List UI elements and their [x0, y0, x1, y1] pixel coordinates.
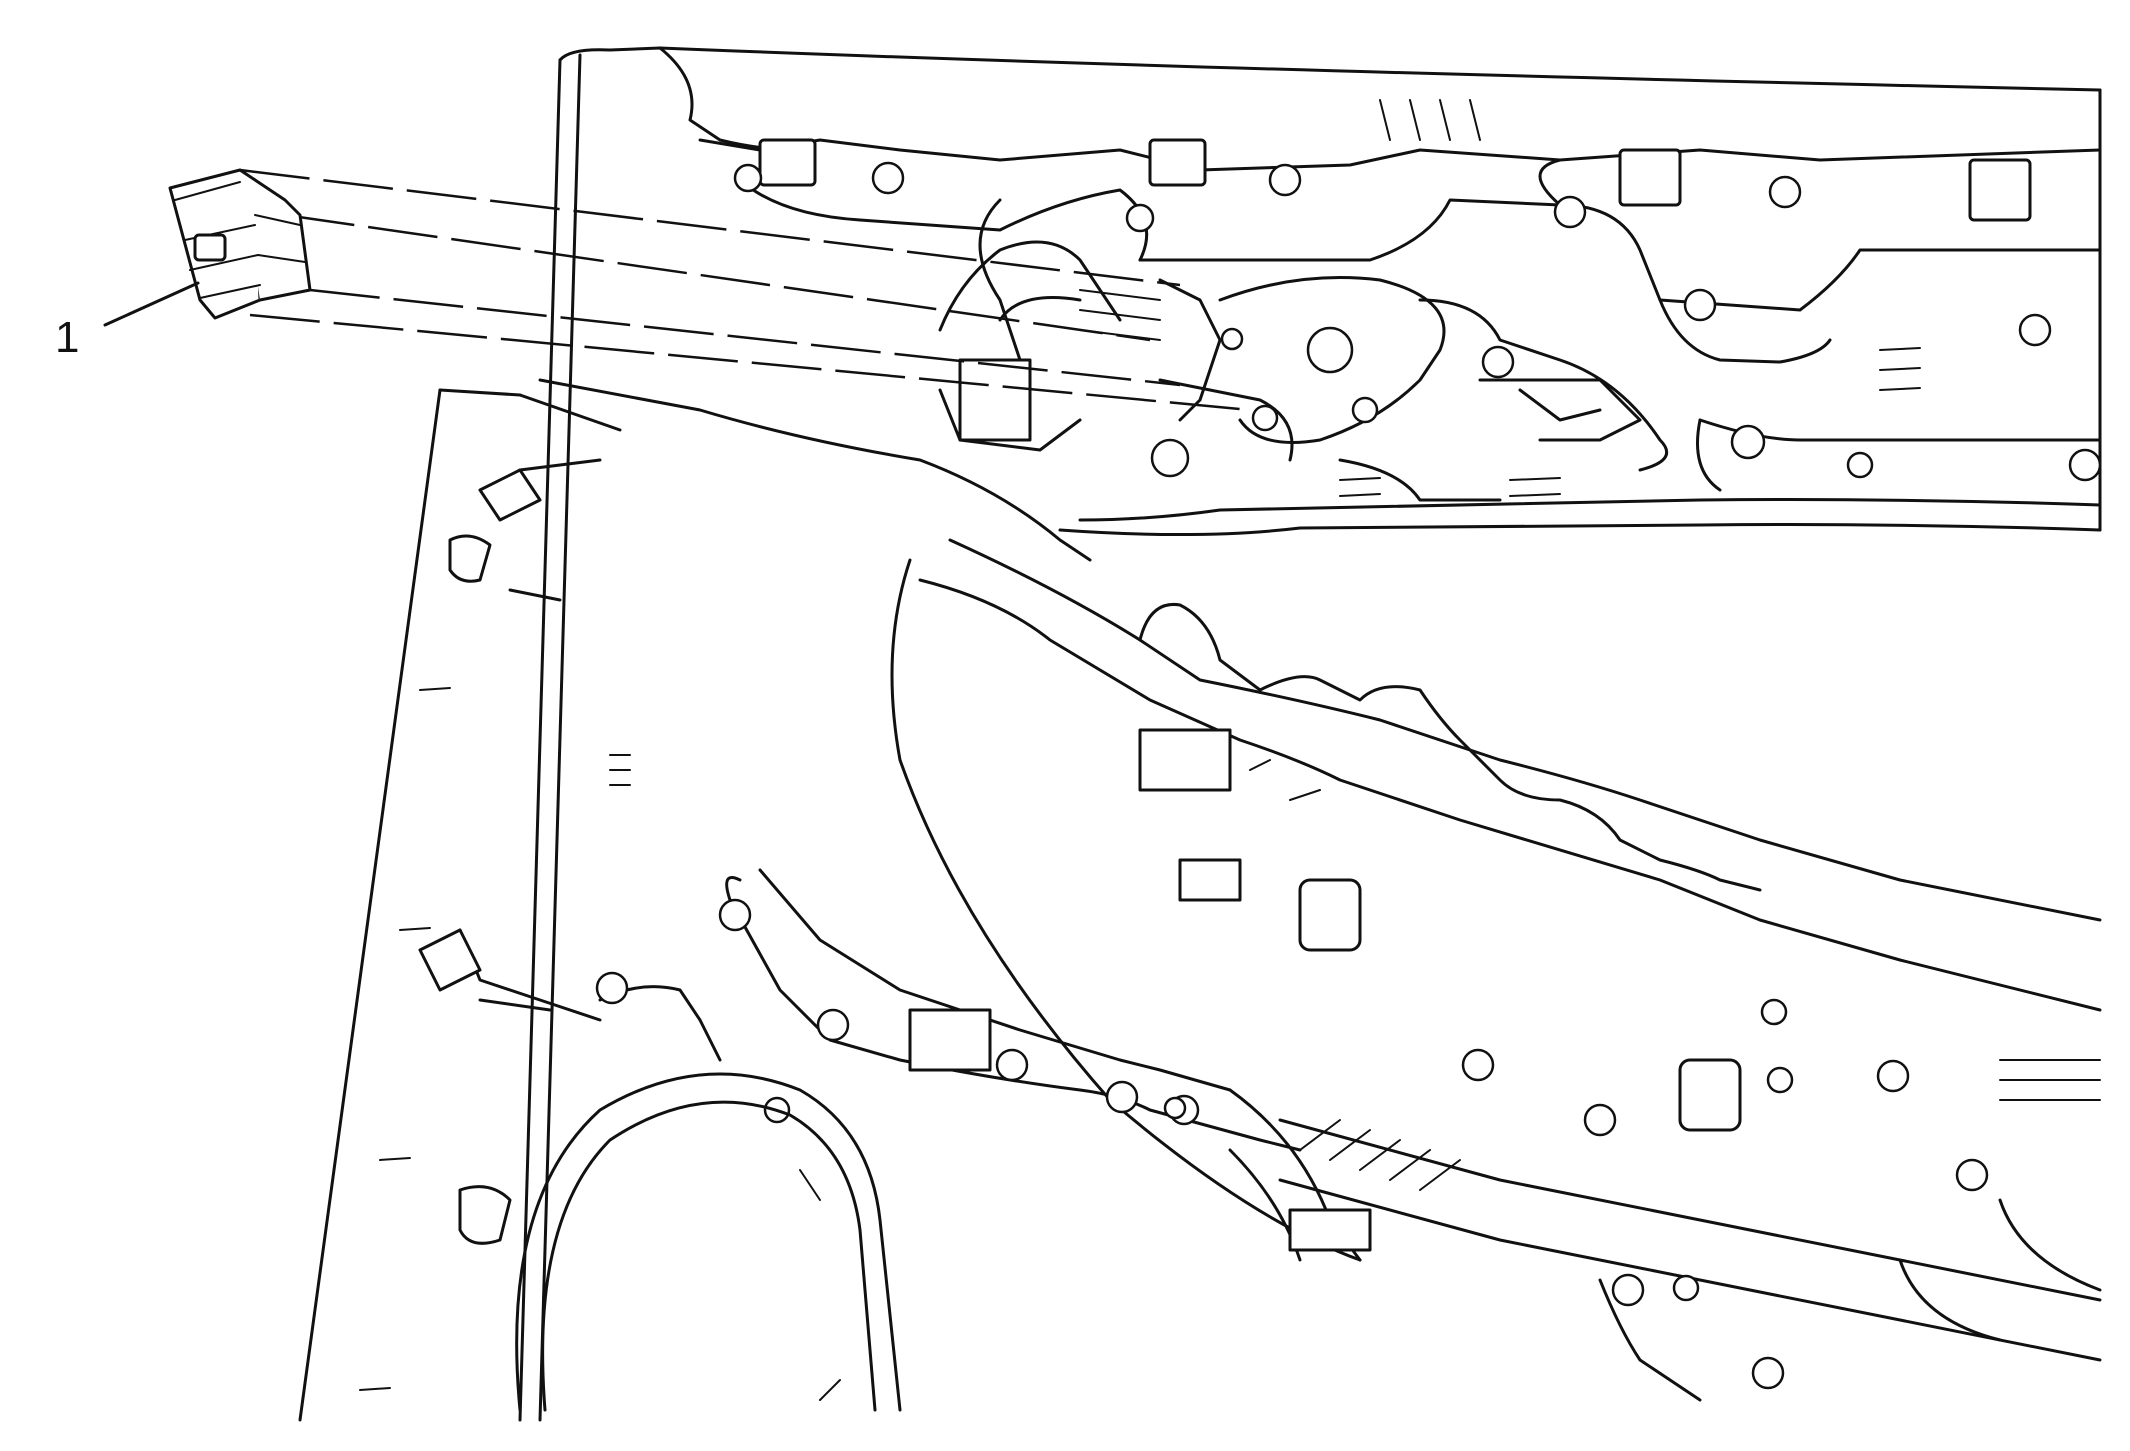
- callout-1: 1: [55, 281, 200, 362]
- fastener-boss-icon: [733, 161, 2102, 482]
- vent-grill-icon: [1288, 1059, 2101, 1252]
- edge-tick-icon: [359, 687, 631, 1391]
- lower-door-panel-icon: [298, 53, 2102, 1422]
- vent-slot-icon: [1339, 99, 1921, 497]
- mounting-bracket-icon: [458, 868, 1362, 1262]
- retainer-clip-icon: [418, 458, 602, 1245]
- door-trim-panel-icon: [558, 46, 2102, 537]
- speaker-ring-icon: [515, 1072, 902, 1412]
- window-switch-icon: [168, 168, 312, 320]
- callout-label: 1: [55, 313, 79, 362]
- alignment-lines: [239, 168, 1251, 412]
- connector-housing-icon: [1138, 728, 1742, 1132]
- clip-pocket-icon: [758, 138, 2032, 222]
- door-latch-mechanism-icon: [938, 240, 1642, 452]
- lower-fastener-boss-icon: [595, 898, 1989, 1390]
